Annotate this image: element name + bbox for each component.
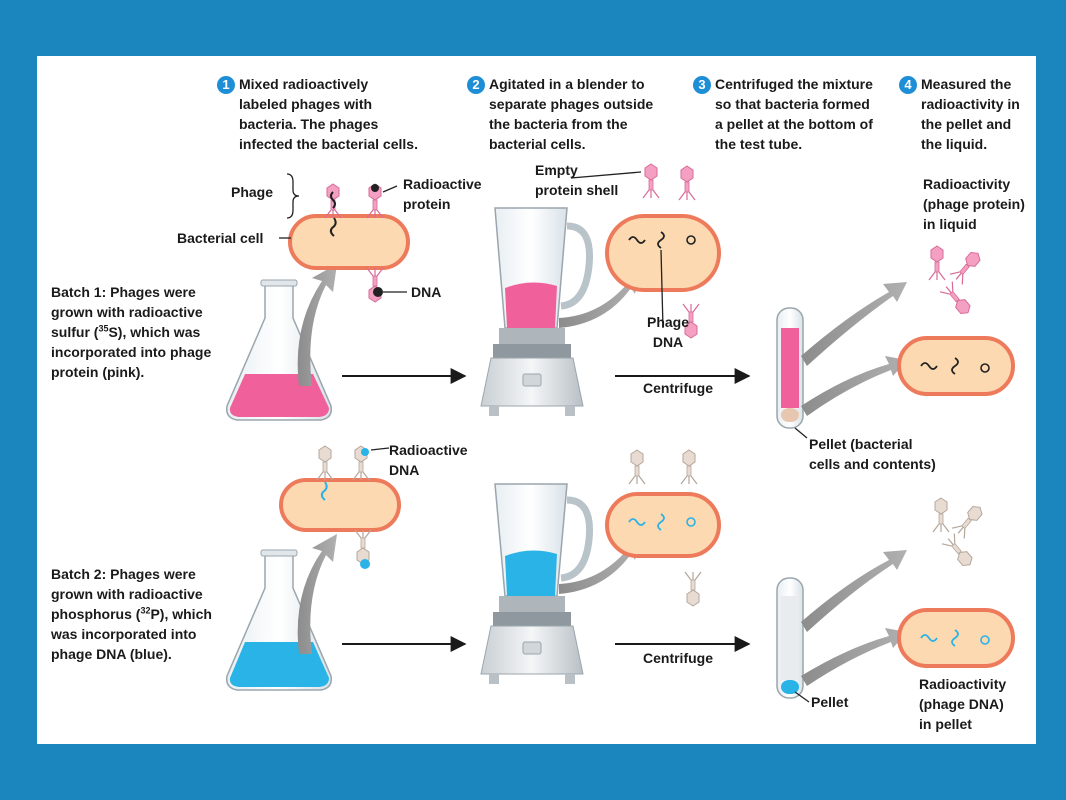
arrow-tube-to-liquid-1: [801, 282, 907, 366]
label-pellet-2: Pellet: [811, 694, 849, 710]
test-tube-batch2: [776, 577, 810, 703]
step-4-text: Measured the radioactivity in the pellet…: [921, 76, 1020, 152]
label-phage-dna: Phage DNA: [647, 314, 690, 350]
free-phages-batch1: [928, 245, 985, 319]
batch2-line4: was incorporated into: [51, 626, 197, 642]
diagram-panel: 1 Mixed radioactively labeled phages wit…: [37, 56, 1036, 744]
batch2-line3b: P), which: [150, 606, 212, 622]
pellet-cell-batch2: [897, 608, 1015, 668]
blender-batch1: [480, 207, 594, 416]
arrow-tube-to-pellet-2: [801, 628, 907, 686]
step-4-badge: 4: [899, 76, 917, 94]
batch1-line3: sulfur (35S), which was: [51, 322, 211, 342]
leader-lines: [279, 173, 407, 293]
step-3-badge: 3: [693, 76, 711, 94]
batch2-line5: phage DNA (blue).: [51, 646, 172, 662]
infected-cell-batch1: [288, 183, 410, 303]
step-2-text: Agitated in a blender to separate phages…: [489, 76, 654, 152]
label-result-1: Radioactivity (phage protein) in liquid: [923, 176, 1025, 232]
hershey-chase-diagram: [225, 163, 1015, 703]
blender-batch2: [480, 483, 594, 684]
batch1-line1: Batch 1: Phages were: [51, 284, 196, 300]
pellet-cell-batch1: [897, 336, 1015, 396]
arrow-flask-to-cell-1: [297, 264, 337, 386]
batch2-line1: Batch 2: Phages were: [51, 566, 196, 582]
arrow-tube-to-pellet-1: [801, 356, 907, 416]
label-centrifuge-1: Centrifuge: [643, 380, 713, 396]
label-radioactive-protein: Radioactive protein: [403, 176, 482, 212]
batch2-line2: grown with radioactive: [51, 586, 203, 602]
batch1-line3b: S), which was: [108, 324, 201, 340]
free-phages-batch2: [932, 497, 987, 571]
label-empty-shell: Empty protein shell: [535, 162, 619, 198]
batch1-description: Batch 1: Phages were grown with radioact…: [51, 282, 211, 382]
test-tube-batch1: [776, 307, 808, 439]
batch2-line3: phosphorus (32P), which: [51, 604, 212, 624]
infected-cell-batch2: [279, 445, 401, 569]
batch2-sup: 32: [140, 605, 151, 616]
label-bacterial-cell: Bacterial cell: [177, 230, 264, 246]
step-1-badge: 1: [217, 76, 235, 94]
label-result-2: Radioactivity (phage DNA) in pellet: [919, 676, 1007, 732]
batch1-sup: 35: [98, 323, 109, 334]
batch2-description: Batch 2: Phages were grown with radioact…: [51, 564, 212, 664]
batch1-line4: incorporated into phage: [51, 344, 212, 360]
batch1-line3a: sulfur (: [51, 324, 99, 340]
label-dna: DNA: [411, 284, 442, 300]
step-1-text: Mixed radioactively labeled phages with …: [239, 76, 418, 152]
step-3-text: Centrifuged the mixture so that bacteria…: [715, 76, 873, 152]
arrow-flask-to-cell-2: [297, 534, 337, 654]
label-pellet-1: Pellet (bacterial cells and contents): [809, 436, 936, 472]
arrow-tube-to-liquid-2: [801, 550, 907, 632]
blended-cell-batch1: [570, 163, 721, 339]
label-radioactive-dna: Radioactive DNA: [389, 442, 468, 478]
step-2-badge: 2: [467, 76, 485, 94]
batch1-line5: protein (pink).: [51, 364, 145, 380]
batch2-line3a: phosphorus (: [51, 606, 141, 622]
batch1-line2: grown with radioactive: [51, 304, 203, 320]
label-phage: Phage: [231, 184, 274, 200]
blended-cell-batch2: [605, 449, 721, 607]
label-centrifuge-2: Centrifuge: [643, 650, 713, 666]
